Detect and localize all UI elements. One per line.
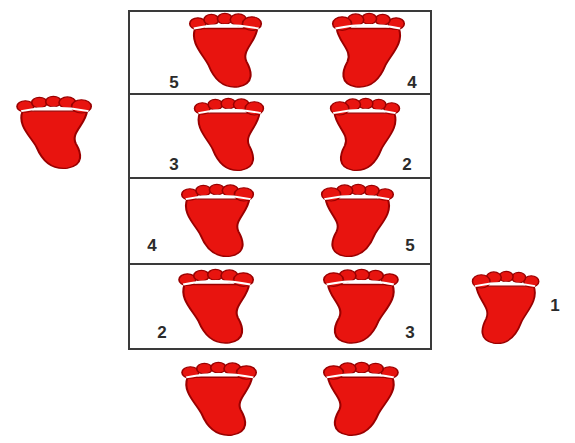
left-footprint (179, 269, 253, 342)
left-footprint (182, 184, 254, 256)
grid-cell: 23 (128, 263, 432, 350)
left-footprint (17, 96, 91, 168)
callout-number: 4 (407, 74, 416, 91)
callout-number: 2 (402, 156, 411, 173)
callout-number: 3 (169, 156, 178, 173)
callout-number: 2 (157, 324, 166, 341)
grid-cell: 45 (128, 177, 432, 265)
left-footprint (182, 362, 256, 435)
callout-number: 5 (405, 237, 414, 254)
grid-cell: 32 (128, 93, 432, 179)
right-footprint (324, 362, 398, 435)
callout-number: 1 (550, 297, 559, 314)
grid-cell: 54 (128, 10, 432, 95)
right-footprint (324, 269, 398, 342)
callout-number: 5 (169, 74, 178, 91)
callout-number: 4 (147, 237, 156, 254)
left-footprint (195, 98, 264, 170)
right-footprint (331, 98, 400, 170)
callout-number: 3 (405, 324, 414, 341)
left-footprint (190, 13, 262, 86)
right-footprint (333, 13, 405, 86)
right-footprint (322, 184, 394, 256)
right-footprint (473, 271, 539, 343)
